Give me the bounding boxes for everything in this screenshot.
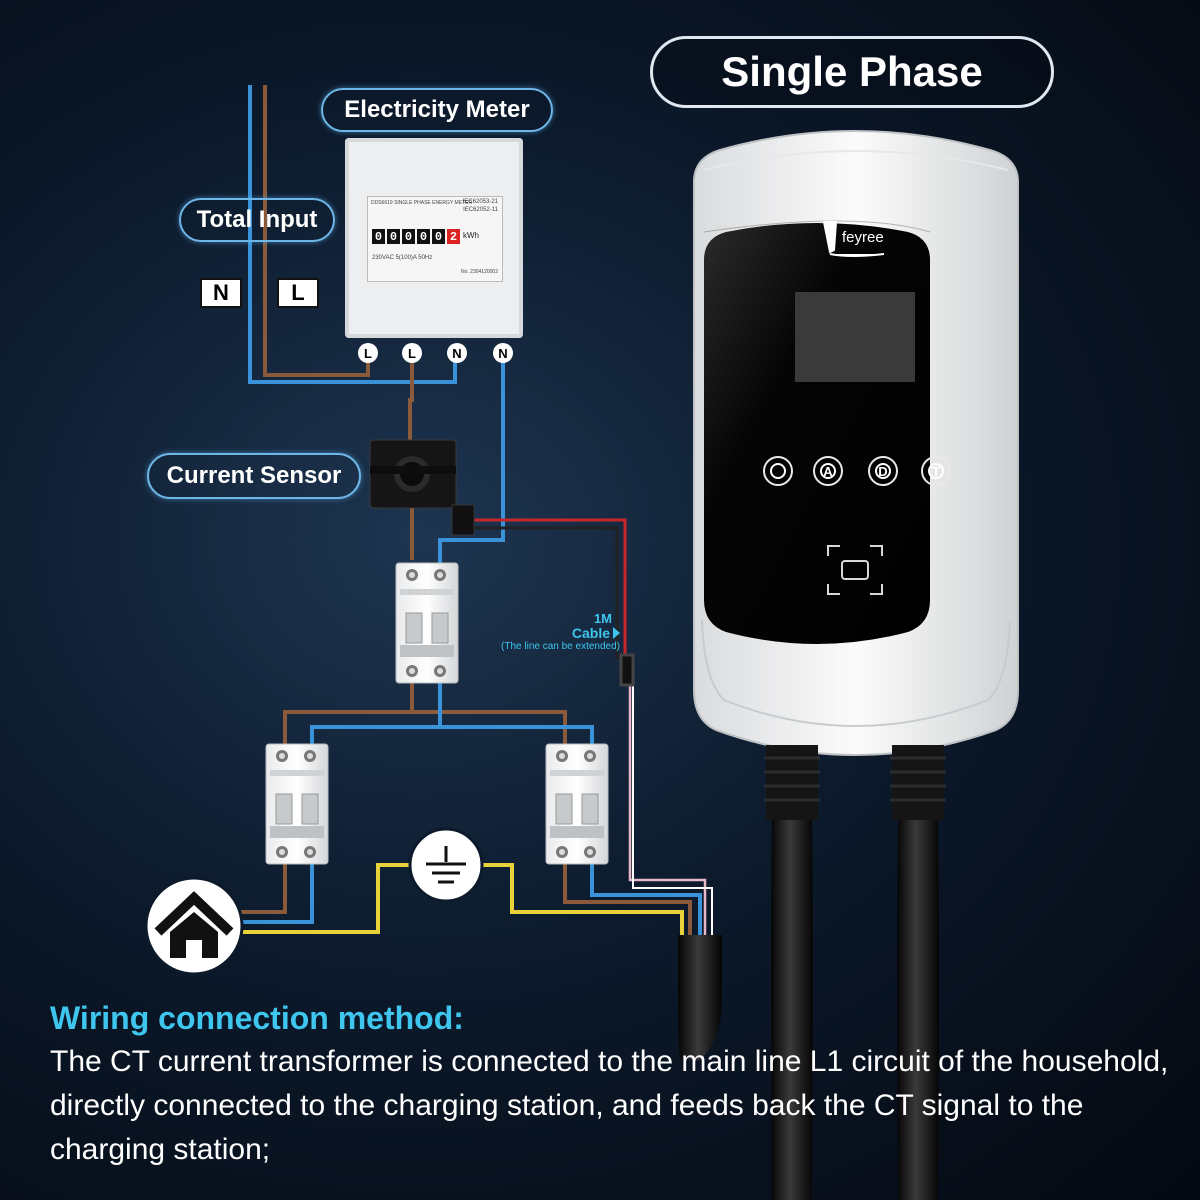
distribution-live-wire — [283, 680, 567, 746]
cable-length: 1M — [593, 611, 612, 626]
cable-hint: (The line can be extended) — [501, 641, 620, 652]
neutral-tag: N — [200, 278, 242, 308]
meter-face: DDS6619 SINGLE PHASE ENERGY METER IEC620… — [367, 196, 503, 282]
supply-wires — [230, 85, 702, 938]
description-heading: Wiring connection method: — [50, 1000, 464, 1036]
meter-digit: 0 — [417, 229, 430, 244]
meter-terminal-n-in: N — [447, 343, 467, 363]
charger-live-wire — [563, 862, 692, 938]
house-icon — [144, 876, 244, 976]
meter-spec-1: IEC62053-21 — [462, 199, 498, 205]
cable-word: Cable — [474, 626, 620, 641]
power-button-icon — [763, 456, 793, 486]
meter-terminal-l-in: L — [358, 343, 378, 363]
house-breaker — [265, 743, 329, 865]
input-live-wire — [263, 85, 370, 377]
house-neutral-wire — [230, 862, 314, 924]
meter-digit: 0 — [372, 229, 385, 244]
charger-display — [795, 292, 915, 382]
ct-signal-cable — [470, 518, 713, 938]
current-sensor-label: Current Sensor — [147, 453, 361, 499]
charger-button-a: A — [813, 456, 843, 486]
distribution-neutral-wire — [310, 680, 594, 746]
page-title: Single Phase — [650, 36, 1054, 108]
charger-button-t: T — [921, 456, 951, 486]
meter-neutral-out-wire — [438, 354, 505, 570]
meter-digit: 2 — [447, 229, 460, 244]
current-sensor — [369, 439, 475, 536]
meter-rating: 230VAC 5(100)A 50Hz — [372, 255, 433, 261]
meter-live-out-wire — [408, 354, 414, 560]
house-live-wire — [230, 862, 287, 914]
cable-length-note: 1M Cable (The line can be extended) — [474, 612, 620, 653]
charger-button-d: D — [868, 456, 898, 486]
electricity-meter: DDS6619 SINGLE PHASE ENERGY METER IEC620… — [345, 138, 523, 338]
meter-unit: kWh — [463, 231, 479, 240]
earth-wire — [230, 863, 684, 938]
charger-brand: feyree — [842, 229, 884, 246]
description-body: The CT current transformer is connected … — [50, 1045, 1169, 1166]
meter-serial: No. 2304120002 — [461, 269, 498, 275]
meter-digit: 0 — [432, 229, 445, 244]
electricity-meter-label: Electricity Meter — [321, 88, 553, 132]
meter-terminal-l-out: L — [402, 343, 422, 363]
live-tag: L — [277, 278, 319, 308]
meter-terminal-n-out: N — [493, 343, 513, 363]
feyree-logo-icon — [822, 221, 885, 257]
charger-neutral-wire — [590, 862, 702, 938]
earth-symbol — [408, 827, 484, 903]
total-input-label: Total Input — [179, 198, 335, 242]
meter-digit: 0 — [402, 229, 415, 244]
input-neutral-wire — [248, 85, 457, 384]
meter-counter: 0 0 0 0 0 2 — [372, 229, 460, 244]
rfid-reader-icon — [827, 545, 883, 595]
meter-model-text: DDS6619 SINGLE PHASE ENERGY METER — [371, 200, 473, 206]
main-breaker — [395, 562, 459, 684]
cable-sleeve — [619, 653, 635, 687]
meter-spec-2: IEC62052-11 — [463, 207, 498, 213]
wiring-description: Wiring connection method: The CT current… — [50, 998, 1170, 1172]
charger-cable-stub — [678, 935, 722, 1060]
charger-breaker — [545, 743, 609, 865]
meter-digit: 0 — [387, 229, 400, 244]
ev-charger — [693, 130, 1019, 1200]
